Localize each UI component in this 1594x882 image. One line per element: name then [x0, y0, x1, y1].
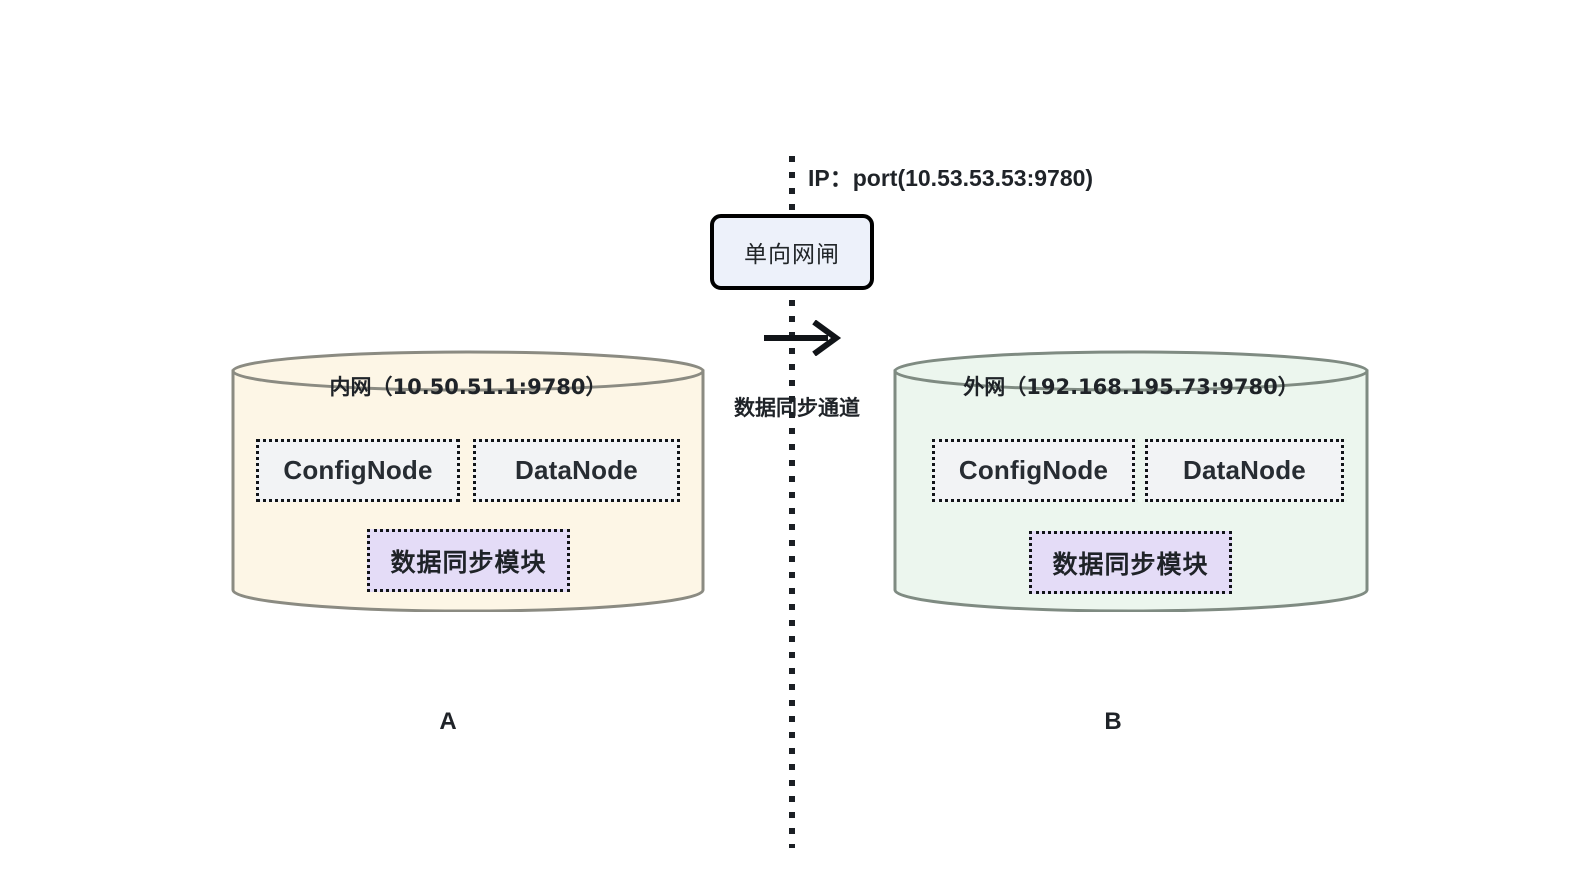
- node-box-datanode-b[interactable]: DataNode: [1145, 439, 1344, 502]
- cylinder-shape-internal: [231, 350, 705, 612]
- site-caption-b: B: [1104, 708, 1122, 735]
- node-box-confignode-a[interactable]: ConfigNode: [256, 439, 460, 502]
- site-caption-a: A: [439, 708, 457, 735]
- one-way-gateway-label: 单向网闸: [744, 242, 840, 268]
- one-way-gateway-box[interactable]: 单向网闸: [710, 214, 874, 290]
- network-boundary-dotted-line: [789, 156, 795, 848]
- module-label-data-sync-b: 数据同步模块: [1052, 549, 1209, 579]
- module-box-data-sync-a[interactable]: 数据同步模块: [367, 529, 570, 592]
- node-label-datanode-a: DataNode: [515, 455, 638, 485]
- node-box-confignode-b[interactable]: ConfigNode: [932, 439, 1135, 502]
- node-label-datanode-b: DataNode: [1183, 455, 1306, 485]
- node-box-datanode-a[interactable]: DataNode: [473, 439, 680, 502]
- site-title-external-network: 外网（192.168.195.73:9780）: [963, 375, 1299, 399]
- data-sync-arrow-icon: [764, 320, 842, 356]
- module-label-data-sync-a: 数据同步模块: [390, 547, 547, 577]
- module-box-data-sync-b[interactable]: 数据同步模块: [1029, 531, 1232, 594]
- node-label-confignode-b: ConfigNode: [958, 455, 1109, 485]
- site-cylinder-internal-network: 内网（10.50.51.1:9780）: [230, 350, 706, 612]
- data-sync-channel-label: 数据同步通道: [734, 396, 860, 420]
- boundary-ip-port-label: IP：port(10.53.53.53:9780): [808, 165, 1094, 191]
- node-label-confignode-a: ConfigNode: [283, 455, 433, 485]
- site-title-internal-network: 内网（10.50.51.1:9780）: [329, 375, 607, 399]
